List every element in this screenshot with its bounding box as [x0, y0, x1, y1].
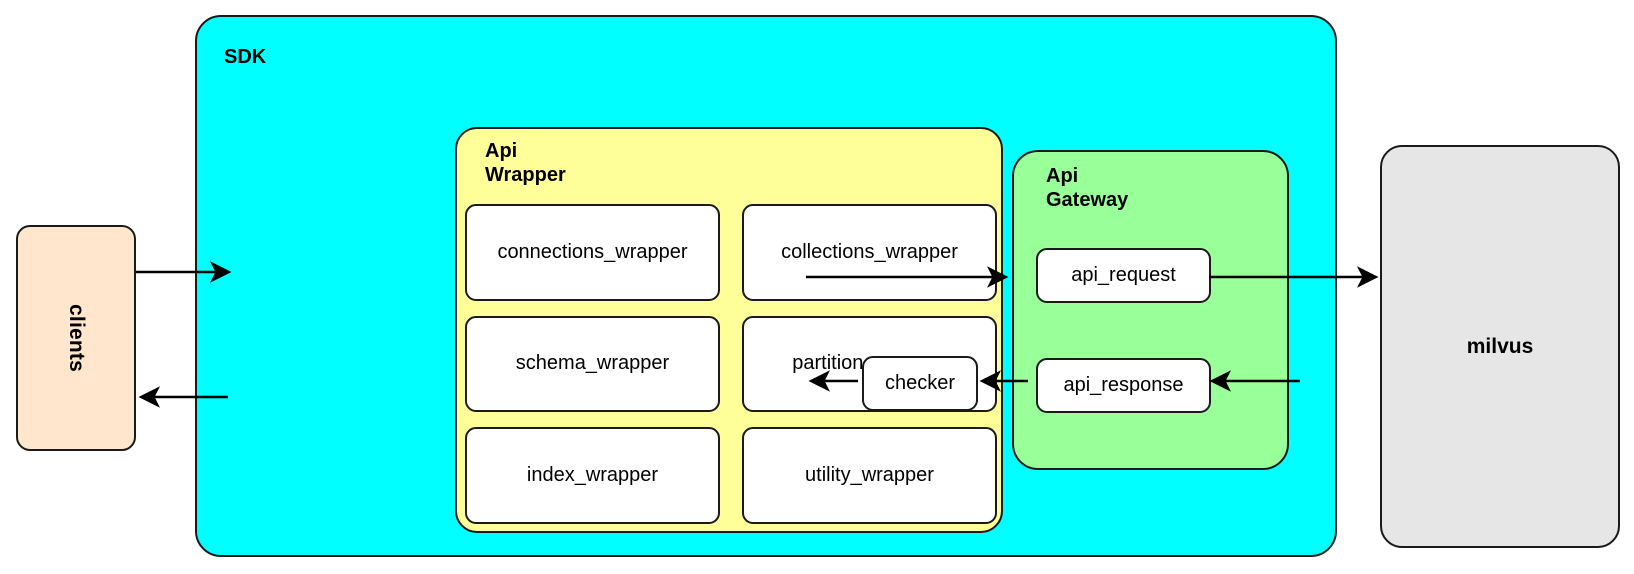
node-index-wrapper-label: index_wrapper: [526, 464, 659, 487]
node-api-response[interactable]: api_response: [1036, 358, 1211, 413]
container-api-gateway-label: Api Gateway: [1046, 165, 1129, 211]
node-schema-wrapper[interactable]: schema_wrapper: [465, 315, 720, 413]
container-api-wrapper[interactable]: Api Wrapper connections_wrapper collecti…: [455, 127, 1003, 533]
node-utility-wrapper-label: utility_wrapper: [805, 464, 934, 487]
container-api-wrapper-label: Api Wrapper: [485, 140, 566, 186]
node-checker-label: checker: [884, 372, 956, 394]
node-connections-wrapper[interactable]: connections_wrapper: [465, 204, 720, 301]
node-api-request-label: api_request: [1071, 264, 1176, 286]
node-connections-wrapper-label: connections_wrapper: [497, 240, 688, 263]
node-milvus-label: milvus: [1466, 334, 1534, 358]
node-checker[interactable]: checker: [862, 356, 978, 411]
node-schema-wrapper-label: schema_wrapper: [515, 352, 670, 375]
container-api-gateway[interactable]: Api Gateway api_request api_response: [1012, 150, 1289, 470]
node-milvus[interactable]: milvus: [1380, 145, 1620, 548]
node-clients[interactable]: clients: [16, 225, 136, 451]
node-clients-label: clients: [65, 304, 88, 372]
node-api-request[interactable]: api_request: [1036, 248, 1211, 303]
node-index-wrapper[interactable]: index_wrapper: [465, 427, 720, 524]
node-utility-wrapper[interactable]: utility_wrapper: [742, 427, 997, 524]
api-wrapper-grid: connections_wrapper collections_wrapper …: [465, 204, 997, 524]
node-collections-wrapper[interactable]: collections_wrapper: [742, 204, 997, 301]
container-sdk[interactable]: SDK Api Wrapper connections_wrapper coll…: [195, 15, 1337, 557]
node-collections-wrapper-label: collections_wrapper: [781, 240, 958, 263]
node-api-response-label: api_response: [1063, 374, 1184, 396]
container-sdk-label: SDK: [224, 46, 267, 68]
